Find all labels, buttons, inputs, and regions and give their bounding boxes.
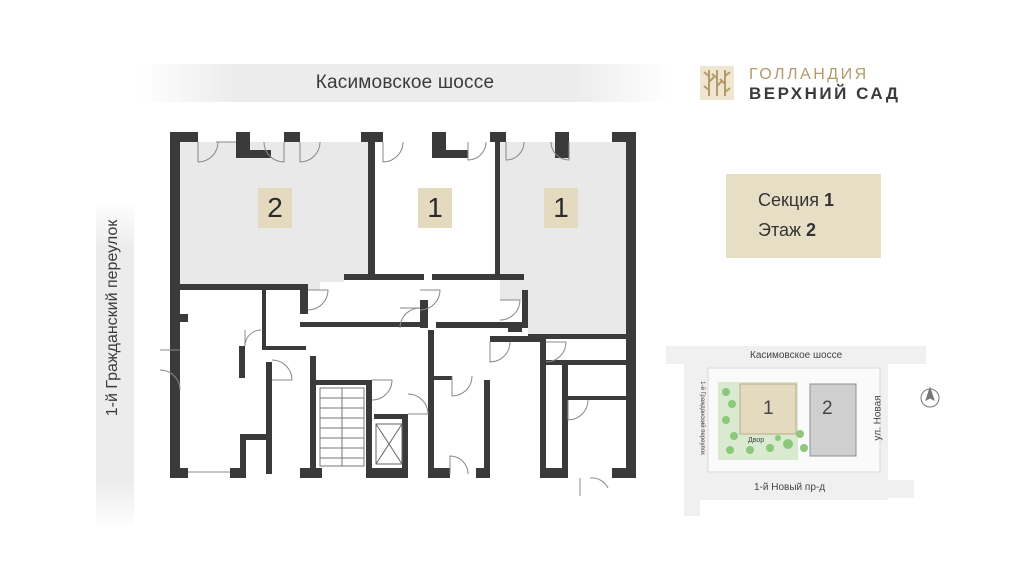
section-row: Секция 1 bbox=[758, 190, 834, 211]
apartment-fills bbox=[180, 142, 626, 336]
apartment-label: 1 bbox=[418, 188, 452, 228]
compass-icon bbox=[920, 386, 940, 408]
section-value: 1 bbox=[824, 190, 835, 210]
site-map-street-right: ул. Новая bbox=[872, 395, 884, 441]
brand-subtitle: ВЕРХНИЙ САД bbox=[749, 84, 901, 103]
section-label: Секция bbox=[758, 190, 824, 210]
floor-row: Этаж 2 bbox=[758, 220, 816, 241]
site-map-street-top: Касимовское шоссе bbox=[750, 350, 843, 361]
section-floor-badge: Секция 1 Этаж 2 bbox=[726, 174, 881, 258]
doors bbox=[159, 141, 609, 496]
apartment-label: 1 bbox=[544, 188, 578, 228]
site-map bbox=[666, 346, 940, 516]
brand-name: ГОЛЛАНДИЯ bbox=[749, 66, 869, 83]
apartment-1-right-area[interactable] bbox=[500, 142, 626, 336]
elevator bbox=[375, 423, 403, 465]
street-band-left bbox=[96, 200, 134, 530]
site-map-street-left: 1-й Гражданский переулок bbox=[699, 381, 705, 455]
site-map-section-1: 1 bbox=[763, 398, 774, 419]
site-map-street-bottom: 1-й Новый пр-д bbox=[754, 482, 826, 493]
floor-label: Этаж bbox=[758, 220, 807, 240]
street-label-top: Касимовское шоссе bbox=[315, 72, 495, 93]
site-map-courtyard-label: Двор bbox=[748, 437, 765, 444]
street-band-top bbox=[140, 64, 670, 102]
floor-value: 2 bbox=[806, 220, 817, 240]
brand-logo-block: ГОЛЛАНДИЯ ВЕРХНИЙ САД bbox=[700, 66, 930, 106]
site-map-section-2: 2 bbox=[822, 398, 833, 419]
tree-logo-icon bbox=[700, 66, 734, 100]
walls bbox=[170, 132, 636, 478]
tree-dots bbox=[722, 388, 808, 454]
staircase bbox=[319, 387, 365, 467]
apartment-label: 2 bbox=[258, 188, 292, 228]
